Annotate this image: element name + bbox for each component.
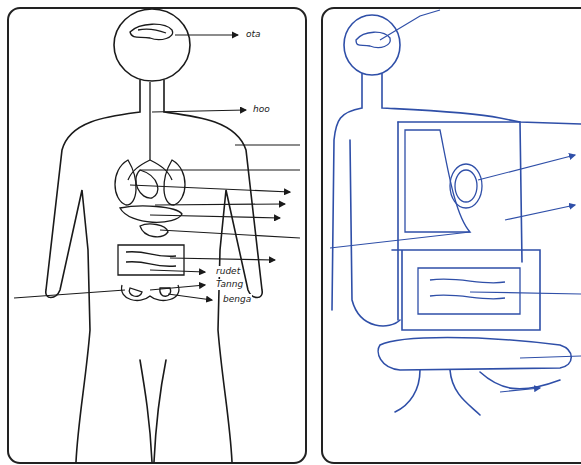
organ-label: ota [245, 29, 262, 40]
body-outline [332, 15, 581, 415]
leader-lines [330, 10, 581, 392]
body-outline [46, 9, 262, 462]
organ-label: benga [222, 294, 252, 305]
organ-label: rudet [215, 266, 241, 277]
organ-drawings [356, 32, 520, 314]
organ-label: hoo [252, 104, 271, 115]
organ-drawings [115, 24, 185, 300]
leader-lines [14, 35, 300, 300]
organ-label: Tanng [215, 279, 244, 290]
panel-frame [322, 8, 581, 463]
panel-frame [8, 8, 306, 463]
